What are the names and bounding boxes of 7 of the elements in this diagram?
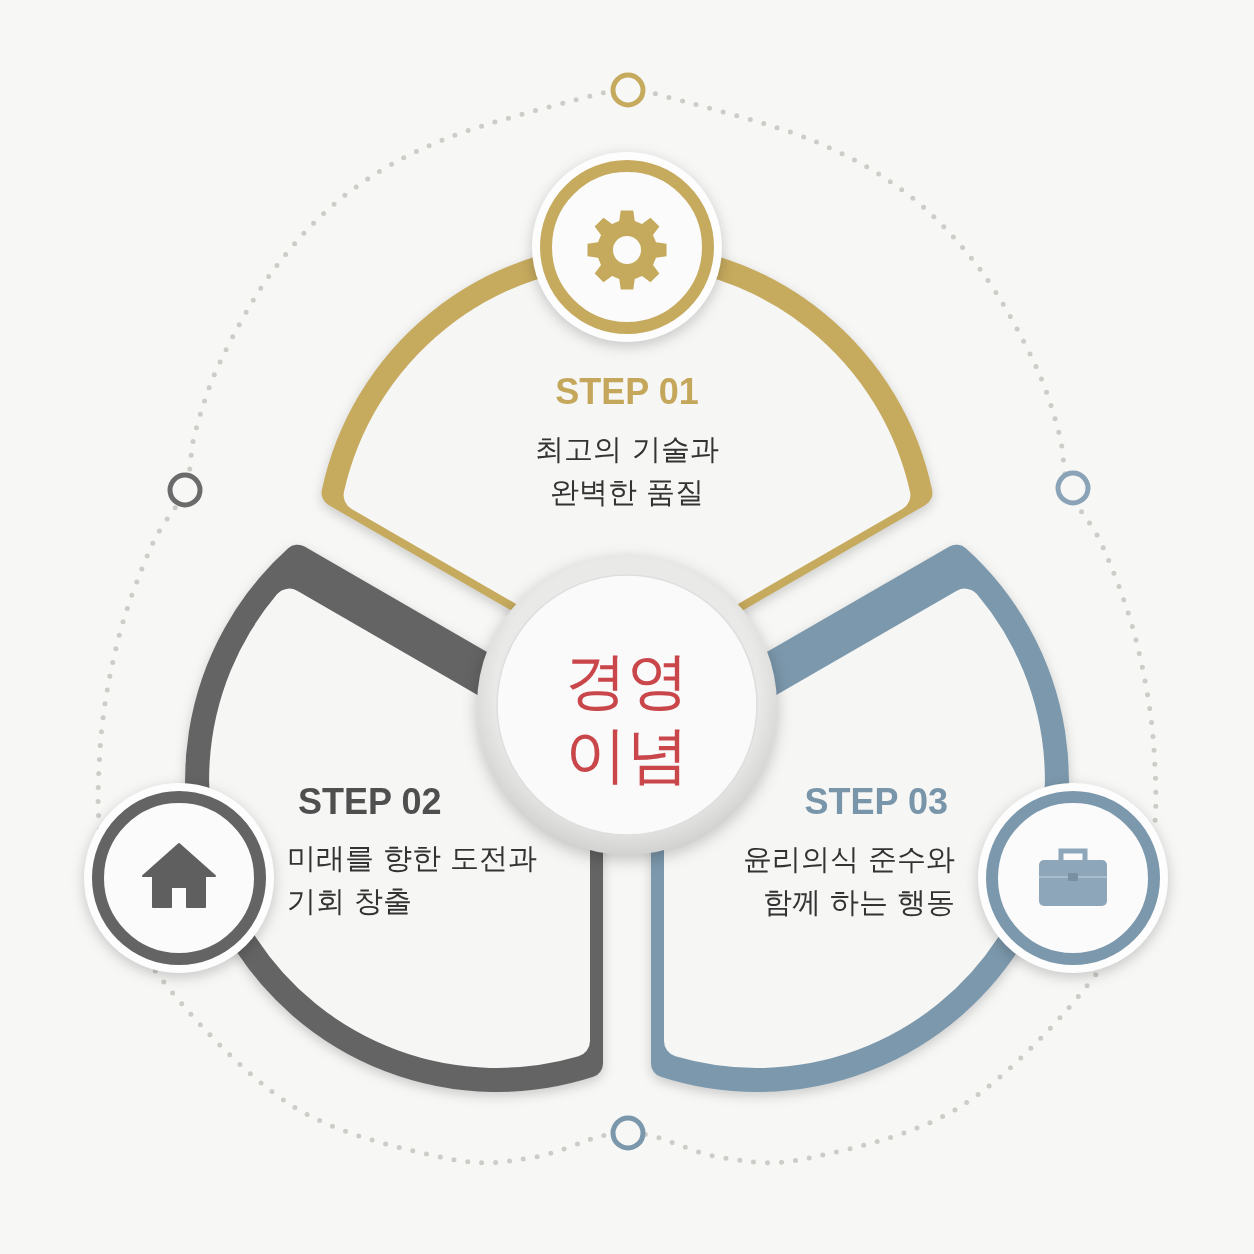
step-description: 최고의 기술과 완벽한 품질 — [534, 431, 720, 511]
step-description: 미래를 향한 도전과 기회 창출 — [287, 840, 539, 920]
step-label: STEP 01 — [554, 372, 700, 412]
step-label: STEP 02 — [298, 782, 443, 822]
step-label: STEP 03 — [803, 782, 948, 822]
hub-title: 경영 이념 — [564, 644, 690, 792]
step-description: 윤리의식 준수와 함께 하는 행동 — [741, 841, 955, 921]
